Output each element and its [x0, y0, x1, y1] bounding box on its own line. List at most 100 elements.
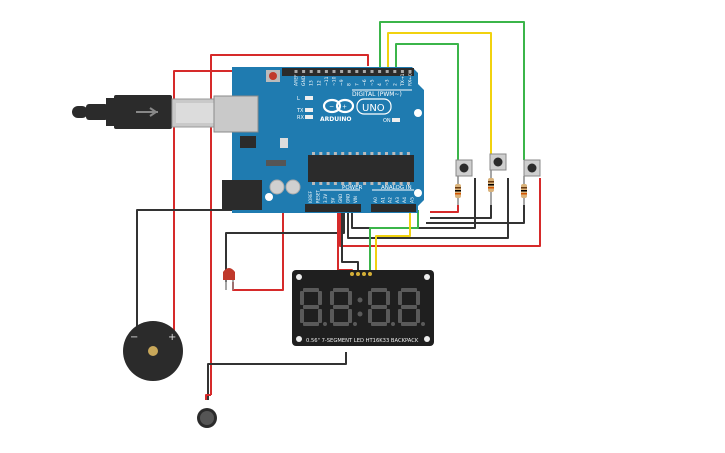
- digital-pin-label: GND: [301, 75, 307, 86]
- power-pin-label: IOREF: [308, 190, 313, 203]
- seven-segment-display[interactable]: 0.56" 7-SEGMENT LED HT16K33 BACKPACK: [292, 270, 434, 346]
- board-name: UNO: [362, 103, 385, 114]
- mount-hole: [414, 109, 422, 117]
- wire-green-pin4[interactable]: [379, 21, 525, 160]
- header-pin[interactable]: [309, 70, 313, 73]
- chip-leg: [392, 182, 396, 185]
- mount-hole: [265, 193, 273, 201]
- chip-leg: [333, 152, 337, 155]
- display-label: 0.56" 7-SEGMENT LED HT16K33 BACKPACK: [306, 338, 419, 344]
- display-pin[interactable]: [362, 272, 366, 276]
- digital-pin-label: ~5: [370, 79, 376, 86]
- wire-display-gnd[interactable]: [341, 213, 359, 274]
- chip-leg: [406, 182, 410, 185]
- digital-pin-label: ~11: [324, 76, 330, 86]
- mount-hole: [414, 189, 422, 197]
- chip-leg: [326, 182, 330, 185]
- svg-text:+: +: [342, 104, 347, 111]
- header-pin[interactable]: [324, 70, 328, 73]
- digital-pin-label: 8: [347, 83, 353, 86]
- usb-cable[interactable]: [72, 95, 239, 129]
- wire-resistor-3[interactable]: [426, 205, 525, 224]
- digital-pin-label: RX←0: [408, 73, 414, 86]
- wire-yellow-pin3[interactable]: [387, 32, 492, 154]
- wire-red-led[interactable]: [210, 54, 369, 395]
- display-pin[interactable]: [350, 272, 354, 276]
- wire-red-mic[interactable]: [205, 394, 211, 400]
- analog-pin-label: A3: [395, 197, 401, 203]
- header-pin[interactable]: [400, 70, 404, 73]
- digital-pin-label: ~10: [332, 76, 338, 86]
- wire-resistor-2[interactable]: [430, 205, 492, 219]
- piezo-buzzer[interactable]: − +: [123, 321, 183, 381]
- header-pin[interactable]: [340, 70, 344, 73]
- wire-display-scl[interactable]: [375, 210, 411, 274]
- display-pin[interactable]: [356, 272, 360, 276]
- display-header-pins: [350, 272, 372, 276]
- chip-leg: [370, 182, 374, 185]
- power-pin-label: GND: [346, 194, 351, 203]
- red-led[interactable]: [223, 268, 235, 290]
- capacitor: [285, 179, 301, 195]
- header-pin[interactable]: [393, 70, 397, 73]
- pushbutton[interactable]: [489, 153, 507, 171]
- header-pin[interactable]: [378, 70, 382, 73]
- colon: [357, 297, 363, 317]
- chip-legs: [312, 152, 410, 185]
- pushbutton[interactable]: [523, 159, 541, 177]
- header-pin[interactable]: [294, 70, 298, 73]
- pushbutton[interactable]: [455, 159, 473, 177]
- digital-pin-label: TX→1: [400, 73, 406, 87]
- label-on: ON: [383, 118, 391, 124]
- digit-8: [398, 288, 425, 326]
- power-label: POWER: [342, 185, 363, 191]
- atmega-chip: [308, 155, 414, 182]
- header-pin[interactable]: [362, 70, 366, 73]
- chip-leg: [392, 152, 396, 155]
- digital-pin-label: 4: [377, 83, 383, 86]
- header-pin[interactable]: [317, 70, 321, 73]
- digit-8: [330, 288, 357, 326]
- digit-8: [300, 288, 327, 326]
- wire-black-buzzer[interactable]: [136, 209, 232, 345]
- chip-leg: [333, 182, 337, 185]
- header-pin[interactable]: [385, 70, 389, 73]
- digit-8: [368, 288, 395, 326]
- uno-badge: [356, 98, 392, 115]
- analog-pin-label: A4: [402, 197, 408, 203]
- resistor[interactable]: [455, 176, 461, 205]
- header-pin[interactable]: [332, 70, 336, 73]
- label-rx: RX: [297, 115, 304, 121]
- power-jack: [222, 180, 262, 210]
- wire-green-pin2[interactable]: [395, 43, 459, 160]
- header-pin[interactable]: [408, 70, 412, 73]
- resistor[interactable]: [521, 176, 527, 205]
- display-pin[interactable]: [368, 272, 372, 276]
- wire-black-led[interactable]: [225, 213, 345, 282]
- analog-label: ANALOG IN: [381, 185, 412, 191]
- chip-leg: [319, 182, 323, 185]
- header-pin[interactable]: [355, 70, 359, 73]
- resistor[interactable]: [488, 170, 494, 205]
- wire-black-mic[interactable]: [207, 352, 347, 400]
- wire-resistor-1[interactable]: [430, 205, 459, 213]
- svg-text:−: −: [329, 104, 334, 111]
- wire-red-5v-buttons[interactable]: [339, 178, 541, 247]
- digital-label: DIGITAL (PWM~): [352, 91, 402, 98]
- analog-pin-label: A1: [380, 197, 386, 203]
- header-pin[interactable]: [370, 70, 374, 73]
- header-pin[interactable]: [302, 70, 306, 73]
- wire-black-gnd-buttons[interactable]: [347, 178, 509, 239]
- chip-leg: [348, 182, 352, 185]
- header-pin[interactable]: [347, 70, 351, 73]
- microphone[interactable]: [197, 408, 217, 428]
- chip-leg: [363, 152, 367, 155]
- wire-display-sda[interactable]: [369, 210, 419, 274]
- chip-leg: [341, 152, 345, 155]
- chip-leg: [377, 152, 381, 155]
